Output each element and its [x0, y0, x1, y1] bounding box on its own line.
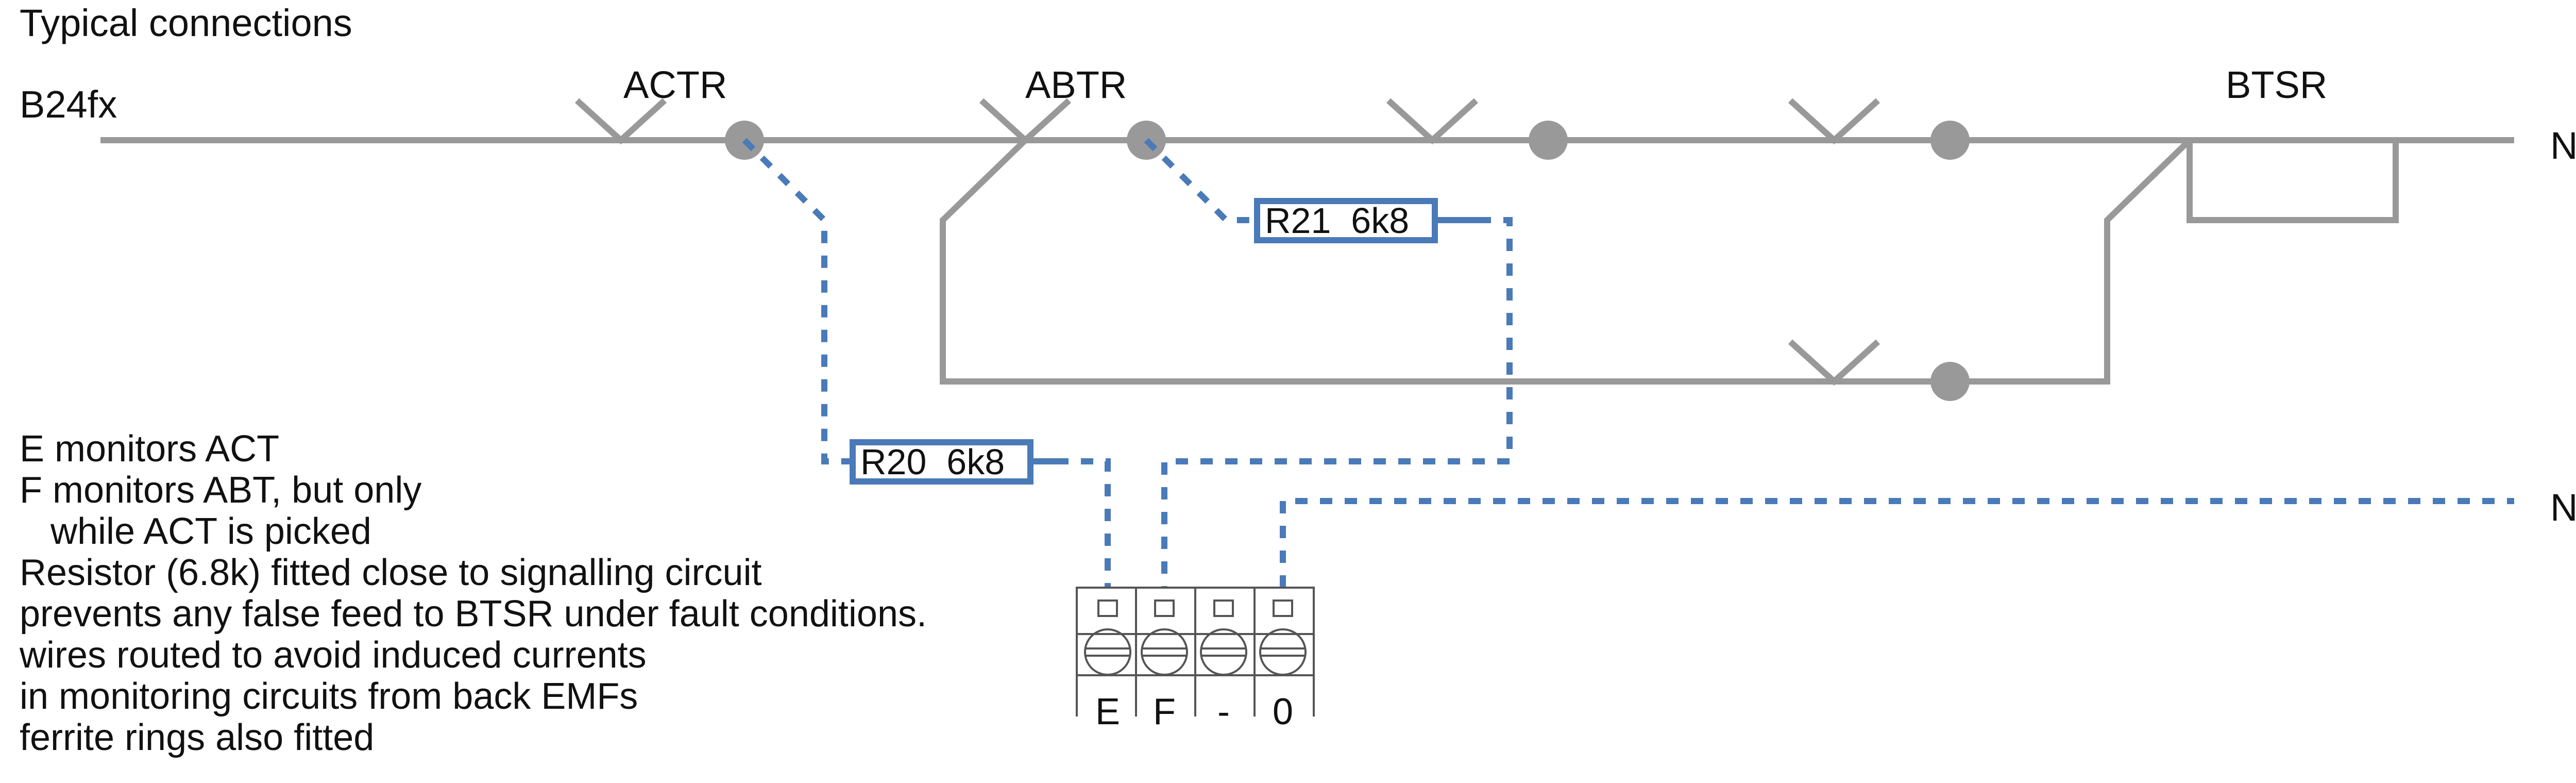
terminal-slot-f — [1154, 599, 1175, 617]
terminal-screw-minus — [1200, 628, 1247, 676]
note-line: F monitors ABT, but only — [20, 470, 421, 511]
contact-actr — [574, 98, 667, 145]
terminal-slot-minus — [1213, 599, 1234, 617]
btsr-coil — [2187, 140, 2399, 223]
monitor-wire-f — [1144, 138, 1257, 223]
junction-dot-mid-1 — [1529, 121, 1568, 160]
note-line: while ACT is picked — [20, 511, 371, 552]
terminal-label-f: F — [1153, 691, 1176, 732]
notes-block: E monitors ACT F monitors ABT, but only … — [19, 428, 927, 758]
terminal-screw-f — [1141, 628, 1188, 676]
terminal-label-0: 0 — [1273, 691, 1293, 732]
relay-label-abtr: ABTR — [1025, 63, 1127, 106]
monitor-wire-0 — [1280, 498, 2514, 588]
contact-bypass — [1788, 339, 1880, 386]
bypass-loop-wire — [940, 138, 2192, 385]
monitor-wire-e — [742, 138, 853, 464]
right-feed-label-top: N24 — [2550, 124, 2576, 167]
note-line: in monitoring circuits from back EMFs — [20, 676, 638, 717]
terminal-label-minus: - — [1217, 691, 1230, 732]
monitor-wire-e-drop — [1056, 458, 1111, 588]
note-line: Resistor (6.8k) fitted close to signalli… — [20, 552, 762, 593]
contact-abtr — [979, 98, 1072, 145]
resistor-r20-label: R20 6k8 — [860, 442, 1005, 482]
junction-dot-mid-2 — [1930, 121, 1970, 160]
terminal-label-e: E — [1095, 691, 1120, 732]
terminal-screw-0 — [1259, 628, 1307, 676]
monitor-wire-f-drop — [1161, 217, 1513, 588]
terminal-screw-e — [1084, 628, 1131, 676]
note-line: ferrite rings also fitted — [20, 717, 374, 758]
note-line: E monitors ACT — [20, 428, 279, 470]
terminal-block: E F - 0 — [1076, 587, 1315, 732]
diagram-title: Typical connections — [20, 2, 352, 44]
right-feed-label-bottom: N24 — [2550, 486, 2576, 529]
terminal-slot-e — [1097, 599, 1118, 617]
relay-label-actr: ACTR — [623, 63, 727, 106]
left-feed-label: B24fx — [20, 83, 117, 126]
resistor-r21-label: R21 6k8 — [1265, 201, 1409, 241]
terminal-slot-0 — [1273, 599, 1293, 617]
relay-label-btsr: BTSR — [2226, 63, 2327, 106]
note-line: wires routed to avoid induced currents — [19, 635, 647, 676]
contact-mid-1 — [1386, 98, 1479, 145]
junction-dot-bypass — [1930, 362, 1970, 401]
note-line: prevents any false feed to BTSR under fa… — [20, 593, 927, 635]
contact-mid-2 — [1788, 98, 1880, 145]
